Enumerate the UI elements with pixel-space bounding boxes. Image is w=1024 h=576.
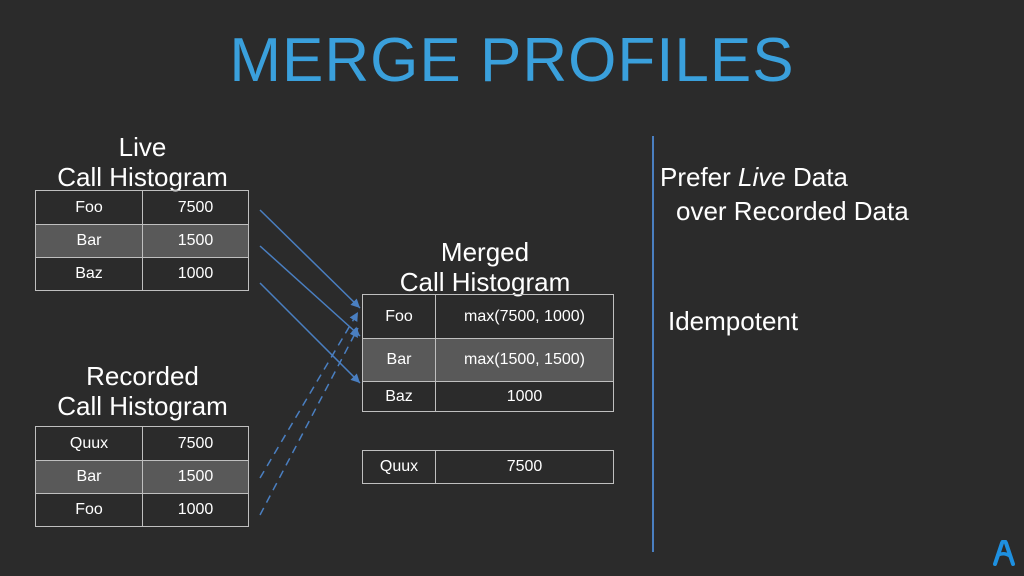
function-name-cell: Quux	[362, 450, 436, 484]
data-text: Data	[785, 162, 848, 192]
live-baz-arrow	[259, 282, 361, 384]
function-name-cell: Quux	[35, 426, 143, 461]
call-count-cell: 1500	[142, 460, 249, 494]
function-name-cell: Foo	[35, 190, 143, 225]
table-row: Foo max(7500, 1000)	[362, 294, 614, 339]
table-row: Bar 1500	[35, 224, 249, 258]
vertical-divider	[652, 136, 654, 552]
call-count-cell: 7500	[142, 426, 249, 461]
prefer-live-line2: over Recorded Data	[676, 196, 909, 226]
table-row: Foo 7500	[35, 190, 249, 225]
table-row: Foo 1000	[35, 493, 249, 527]
table-row: Baz 1000	[362, 381, 614, 412]
recorded-heading-line1: Recorded	[86, 361, 199, 391]
recorded-bar-arrow	[259, 311, 359, 479]
live-heading-line1: Live	[118, 132, 167, 162]
merged-heading-line1: Merged	[440, 237, 530, 267]
table-row: Bar 1500	[35, 460, 249, 494]
function-name-cell: Bar	[362, 338, 436, 382]
live-foo-arrow	[259, 209, 361, 309]
live-bar-arrow	[259, 245, 361, 337]
table-row: Baz 1000	[35, 257, 249, 291]
call-count-cell: 1000	[435, 381, 614, 412]
table-row: Bar max(1500, 1500)	[362, 338, 614, 382]
idempotent-note: Idempotent	[668, 306, 799, 336]
table-row: Quux 7500	[362, 450, 614, 484]
table-row: Quux 7500	[35, 426, 249, 461]
live-histogram-heading: Live Call Histogram	[40, 132, 245, 192]
call-count-cell: 1000	[142, 493, 249, 527]
live-emphasis: Live	[738, 162, 786, 192]
prefer-text: Prefer	[660, 162, 739, 192]
function-name-cell: Foo	[362, 294, 436, 339]
merged-histogram-table: Foo max(7500, 1000) Bar max(1500, 1500) …	[362, 294, 614, 412]
recorded-foo-arrow	[259, 327, 359, 516]
prefer-live-note: Prefer Live Data over Recorded Data	[660, 160, 909, 228]
call-count-cell: max(1500, 1500)	[435, 338, 614, 382]
call-count-cell: 7500	[435, 450, 614, 484]
merged-extra-table: Quux 7500	[362, 450, 614, 484]
recorded-histogram-table: Quux 7500 Bar 1500 Foo 1000	[35, 426, 249, 527]
call-count-cell: 7500	[142, 190, 249, 225]
call-count-cell: 1500	[142, 224, 249, 258]
function-name-cell: Baz	[35, 257, 143, 291]
slide-title: MERGE PROFILES	[229, 26, 795, 95]
function-name-cell: Bar	[35, 460, 143, 494]
recorded-histogram-heading: Recorded Call Histogram	[40, 361, 245, 421]
recorded-heading-line2: Call Histogram	[57, 391, 228, 421]
live-heading-line2: Call Histogram	[57, 162, 228, 192]
brand-a-logo-icon	[993, 540, 1015, 566]
merged-heading-line2: Call Histogram	[399, 267, 571, 297]
merged-histogram-heading: Merged Call Histogram	[380, 237, 590, 297]
live-histogram-table: Foo 7500 Bar 1500 Baz 1000	[35, 190, 249, 291]
call-count-cell: 1000	[142, 257, 249, 291]
prefer-live-line1: Prefer Live Data	[660, 160, 909, 194]
function-name-cell: Baz	[362, 381, 436, 412]
